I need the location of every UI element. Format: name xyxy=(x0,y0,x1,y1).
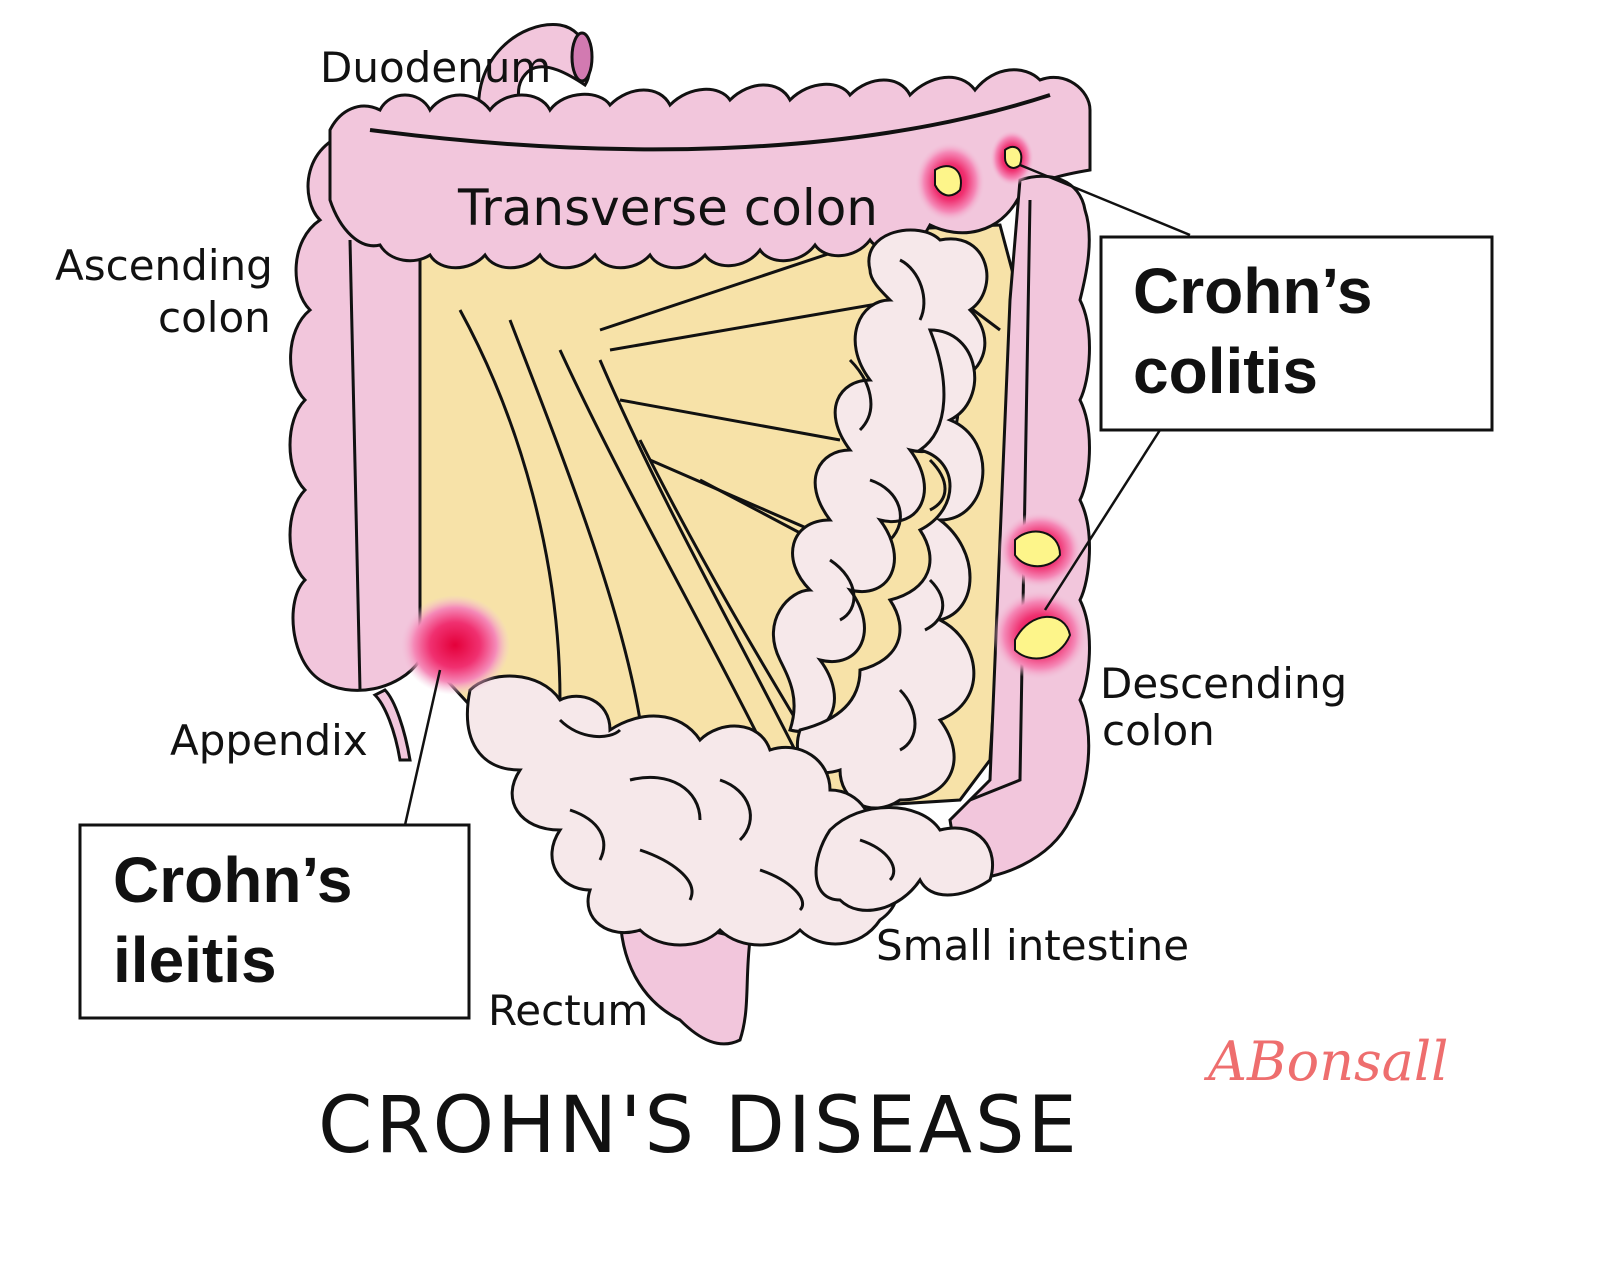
label-ascending-colon-line2: colon xyxy=(158,293,271,342)
label-duodenum: Duodenum xyxy=(320,43,551,92)
label-descending-colon-line2: colon xyxy=(1102,706,1215,755)
artist-signature: ABonsall xyxy=(1203,1030,1448,1093)
duodenum-opening xyxy=(570,31,594,83)
label-transverse-colon: Transverse colon xyxy=(457,179,878,237)
callout-crohns-colitis: Crohn’s colitis xyxy=(1099,235,1494,432)
diagram-title: CROHN'S DISEASE xyxy=(318,1081,1080,1171)
transverse-colon xyxy=(328,68,1092,270)
appendix-shape xyxy=(372,688,412,762)
ileitis-lesion xyxy=(400,595,510,695)
callout-crohns-ileitis: Crohn’s ileitis xyxy=(78,823,471,1020)
label-ascending-colon-line1: Ascending xyxy=(55,241,273,290)
small-intestine-coils xyxy=(465,228,995,947)
callout-colitis-line2: colitis xyxy=(1133,335,1318,407)
inflammation-spots xyxy=(400,130,1088,695)
rectum-shape xyxy=(618,908,752,1046)
label-descending-colon-line1: Descending xyxy=(1100,659,1347,708)
label-small-intestine: Small intestine xyxy=(876,921,1189,970)
label-appendix: Appendix xyxy=(170,716,368,765)
callout-ileitis-line2: ileitis xyxy=(113,924,277,996)
pointer-lines xyxy=(403,163,1191,826)
small-intestine-folds xyxy=(558,258,947,912)
label-rectum: Rectum xyxy=(488,986,648,1035)
callout-colitis-line1: Crohn’s xyxy=(1133,255,1372,327)
callout-ileitis-line1: Crohn’s xyxy=(113,844,352,916)
